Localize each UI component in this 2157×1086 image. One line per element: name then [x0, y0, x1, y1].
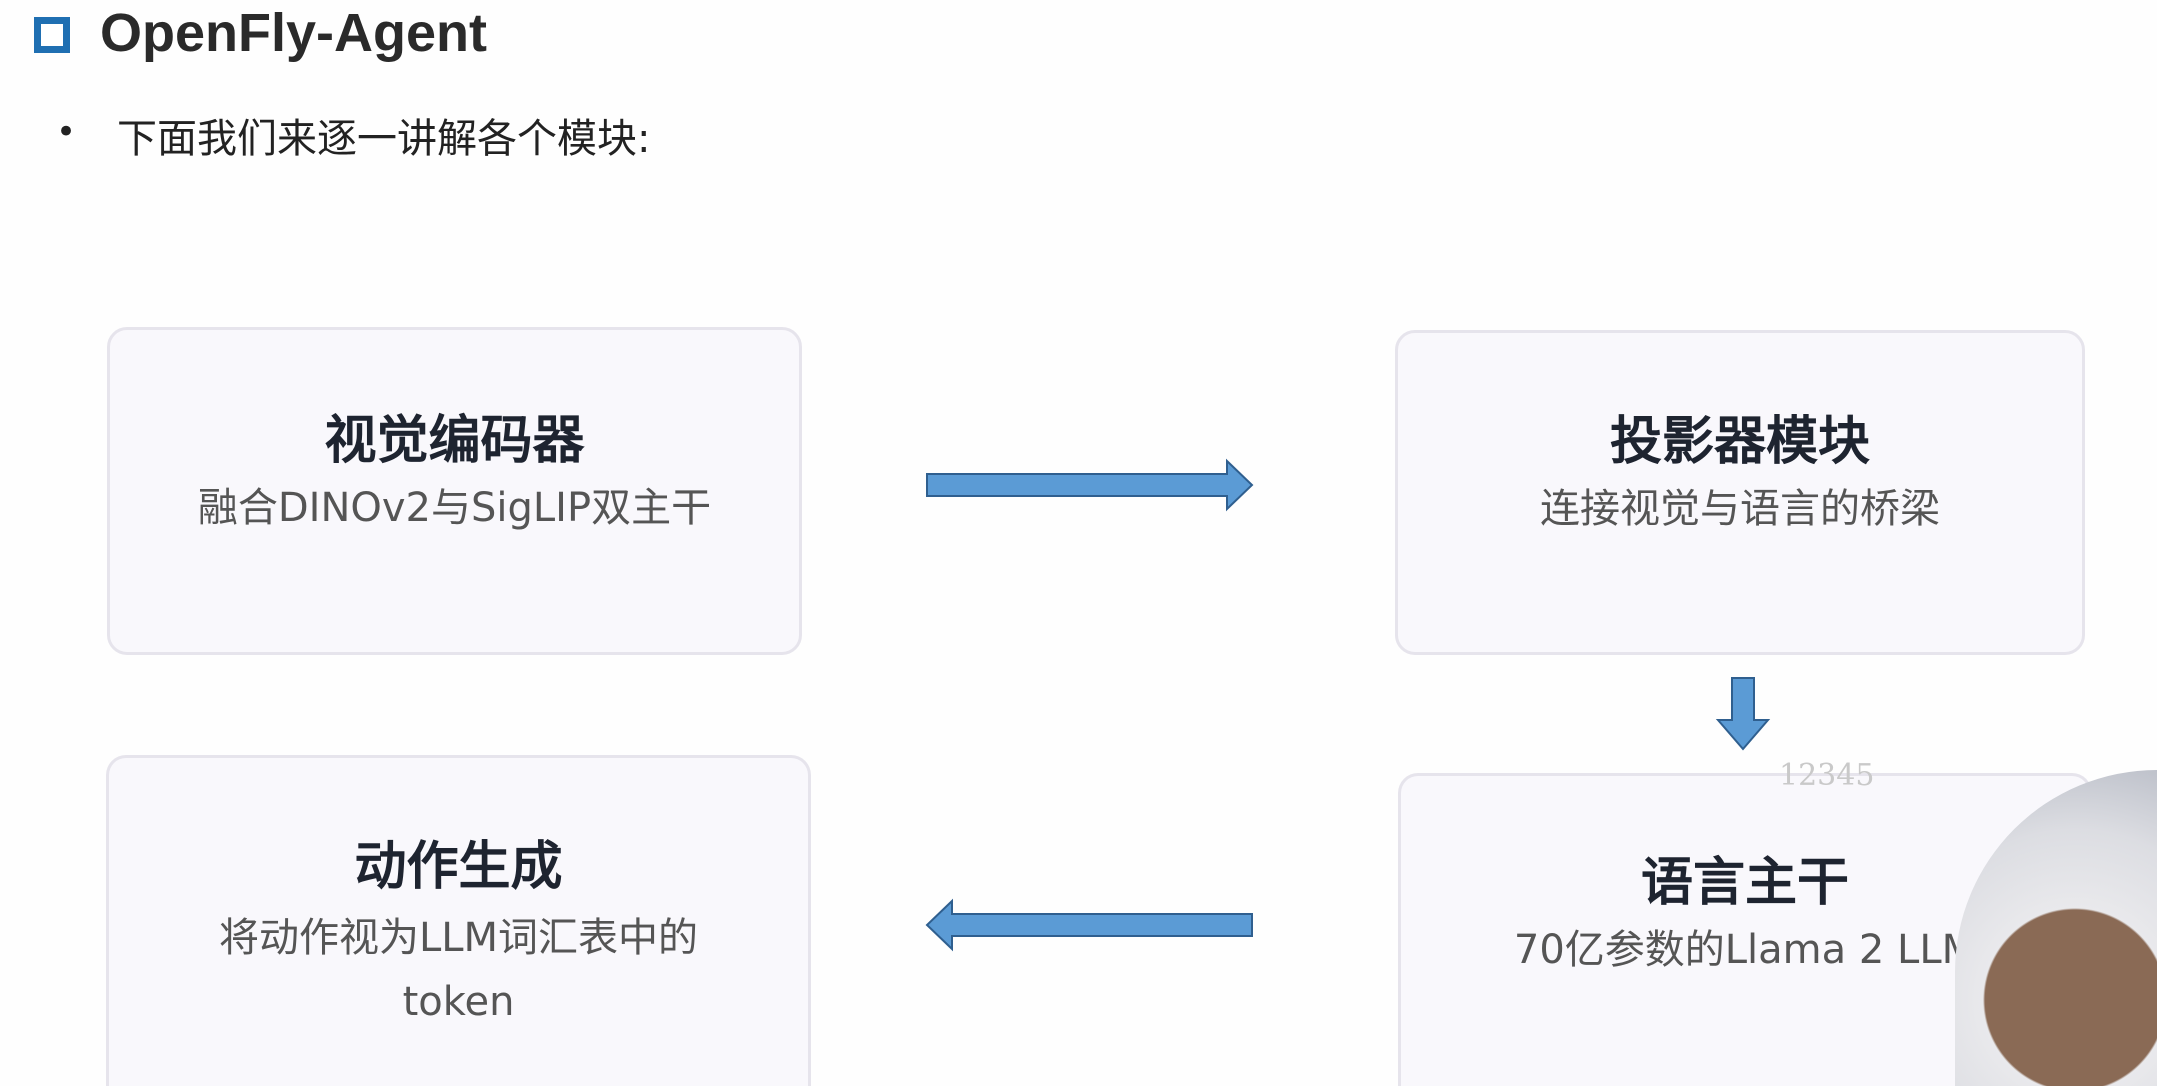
- bullet-icon: •: [56, 112, 77, 152]
- arrow-left-icon: [925, 898, 1253, 952]
- module-desc: 70亿参数的Llama 2 LLM: [1513, 927, 1977, 973]
- module-desc: 连接视觉与语言的桥梁: [1540, 486, 1940, 532]
- module-card-action-generation: 动作生成 将动作视为LLM词汇表中的token: [106, 755, 811, 1086]
- title-square-icon: [34, 17, 70, 53]
- module-title: 动作生成: [354, 837, 563, 897]
- arrow-down-icon: [1715, 677, 1771, 751]
- module-title: 视觉编码器: [324, 411, 585, 471]
- module-desc: 将动作视为LLM词汇表中的token: [218, 915, 699, 1025]
- module-card-projector: 投影器模块 连接视觉与语言的桥梁: [1395, 330, 2085, 655]
- module-title: 语言主干: [1640, 853, 1849, 913]
- page-title: OpenFly-Agent: [100, 3, 487, 63]
- watermark: 12345: [1779, 758, 1875, 793]
- module-desc: 融合DINOv2与SigLIP双主干: [197, 485, 712, 531]
- bullet-text: 下面我们来逐一讲解各个模块:: [117, 116, 651, 162]
- module-card-visual-encoder: 视觉编码器 融合DINOv2与SigLIP双主干: [107, 327, 802, 655]
- module-title: 投影器模块: [1609, 412, 1870, 472]
- arrow-right-icon: [926, 458, 1254, 512]
